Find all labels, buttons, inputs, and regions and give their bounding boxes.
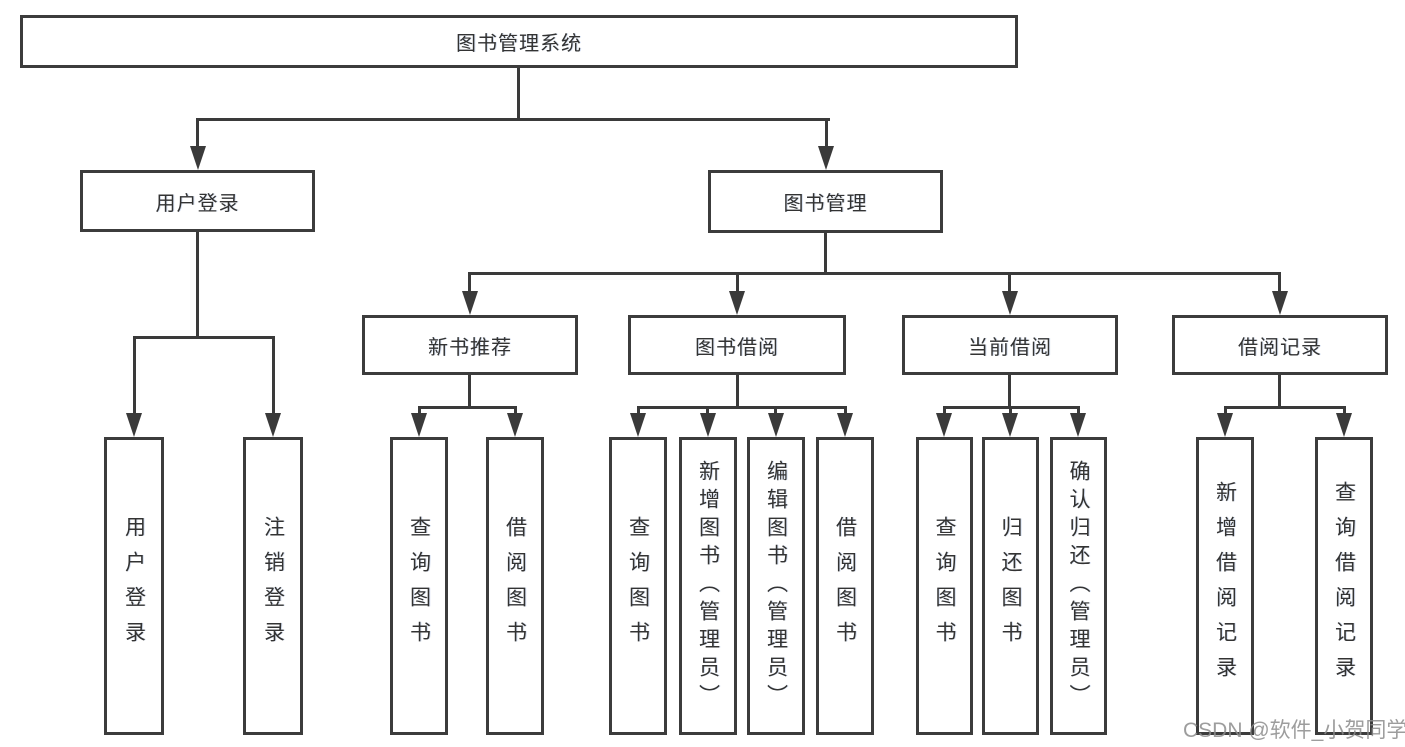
connector-vline bbox=[468, 375, 471, 406]
connector-hline bbox=[133, 336, 275, 339]
connector-vline bbox=[736, 272, 739, 291]
node-label: 确认归还（管理员） bbox=[1067, 460, 1090, 712]
connector-vline bbox=[774, 406, 777, 413]
arrow-down-icon bbox=[1336, 413, 1352, 437]
arrow-down-icon bbox=[837, 413, 853, 437]
node-book-borrowing: 图书借阅 bbox=[628, 315, 846, 375]
arrow-down-icon bbox=[818, 146, 834, 170]
connector-vline bbox=[844, 406, 847, 413]
connector-vline bbox=[196, 118, 199, 146]
connector-vline bbox=[1009, 406, 1012, 413]
node-edit-books-admin: 编辑图书（管理员） bbox=[747, 437, 805, 735]
arrow-down-icon bbox=[700, 413, 716, 437]
connector-vline bbox=[196, 232, 199, 336]
connector-vline bbox=[1224, 406, 1227, 413]
connector-hline bbox=[637, 406, 847, 409]
node-label: 借阅图书 bbox=[503, 516, 527, 656]
arrow-down-icon bbox=[630, 413, 646, 437]
node-current-borrowing: 当前借阅 bbox=[902, 315, 1118, 375]
node-new-book-recommend: 新书推荐 bbox=[362, 315, 578, 375]
node-label: 归还图书 bbox=[999, 516, 1022, 656]
connector-hline bbox=[468, 272, 1281, 275]
arrow-down-icon bbox=[768, 413, 784, 437]
arrow-down-icon bbox=[1070, 413, 1086, 437]
node-label: 查询图书 bbox=[933, 516, 956, 656]
connector-vline bbox=[272, 336, 275, 413]
arrow-down-icon bbox=[126, 413, 142, 437]
node-label: 注销登录 bbox=[261, 516, 285, 656]
node-label: 查询借阅记录 bbox=[1332, 481, 1356, 691]
node-query-books-recommend: 查询图书 bbox=[390, 437, 448, 735]
connector-vline bbox=[637, 406, 640, 413]
node-label: 新增图书（管理员） bbox=[696, 460, 720, 712]
node-confirm-return-admin: 确认归还（管理员） bbox=[1050, 437, 1107, 735]
node-label: 当前借阅 bbox=[968, 336, 1052, 359]
connector-vline bbox=[736, 375, 739, 406]
node-borrow-books-recommend: 借阅图书 bbox=[486, 437, 544, 735]
arrow-down-icon bbox=[507, 413, 523, 437]
node-user-login-leaf: 用户登录 bbox=[104, 437, 164, 735]
arrow-down-icon bbox=[936, 413, 952, 437]
node-query-borrow-record: 查询借阅记录 bbox=[1315, 437, 1373, 735]
node-borrow-books-borrowing: 借阅图书 bbox=[816, 437, 874, 735]
connector-vline bbox=[943, 406, 946, 413]
node-label: 查询图书 bbox=[407, 516, 431, 656]
node-label: 用户登录 bbox=[122, 516, 146, 656]
connector-vline bbox=[1278, 272, 1281, 291]
node-query-books-borrowing: 查询图书 bbox=[609, 437, 667, 735]
node-query-books-current: 查询图书 bbox=[916, 437, 973, 735]
node-return-books: 归还图书 bbox=[982, 437, 1039, 735]
connector-vline bbox=[824, 233, 827, 272]
arrow-down-icon bbox=[265, 413, 281, 437]
connector-vline bbox=[418, 406, 421, 413]
node-add-books-admin: 新增图书（管理员） bbox=[679, 437, 737, 735]
node-label: 借阅记录 bbox=[1238, 336, 1322, 359]
node-add-borrow-record: 新增借阅记录 bbox=[1196, 437, 1254, 735]
node-label: 新书推荐 bbox=[428, 336, 512, 359]
node-label: 新增借阅记录 bbox=[1213, 481, 1237, 691]
connector-vline bbox=[1077, 406, 1080, 413]
node-label: 图书管理系统 bbox=[456, 33, 582, 55]
arrow-down-icon bbox=[462, 291, 478, 315]
arrow-down-icon bbox=[729, 291, 745, 315]
connector-vline bbox=[514, 406, 517, 413]
connector-vline bbox=[1008, 375, 1011, 406]
connector-hline bbox=[1224, 406, 1345, 409]
node-label: 编辑图书（管理员） bbox=[764, 460, 788, 712]
node-logout: 注销登录 bbox=[243, 437, 303, 735]
connector-vline bbox=[1343, 406, 1346, 413]
arrow-down-icon bbox=[1002, 291, 1018, 315]
connector-vline bbox=[825, 118, 828, 146]
node-library-system: 图书管理系统 bbox=[20, 15, 1018, 68]
connector-hline bbox=[418, 406, 517, 409]
connector-vline bbox=[1278, 375, 1281, 406]
arrow-down-icon bbox=[1272, 291, 1288, 315]
connector-vline bbox=[517, 68, 520, 118]
node-user-login: 用户登录 bbox=[80, 170, 315, 232]
node-book-management: 图书管理 bbox=[708, 170, 943, 233]
connector-vline bbox=[1008, 272, 1011, 291]
arrow-down-icon bbox=[1217, 413, 1233, 437]
connector-vline bbox=[468, 272, 471, 291]
node-label: 查询图书 bbox=[626, 516, 650, 656]
arrow-down-icon bbox=[1002, 413, 1018, 437]
node-label: 图书借阅 bbox=[695, 336, 779, 359]
connector-hline bbox=[196, 118, 830, 121]
node-label: 用户登录 bbox=[155, 192, 240, 215]
node-label: 借阅图书 bbox=[833, 516, 857, 656]
connector-vline bbox=[706, 406, 709, 413]
arrow-down-icon bbox=[411, 413, 427, 437]
arrow-down-icon bbox=[190, 146, 206, 170]
connector-vline bbox=[133, 336, 136, 413]
node-borrowing-records: 借阅记录 bbox=[1172, 315, 1388, 375]
watermark: CSDN @软件_小贺同学 bbox=[1183, 719, 1405, 742]
node-label: 图书管理 bbox=[783, 193, 868, 215]
